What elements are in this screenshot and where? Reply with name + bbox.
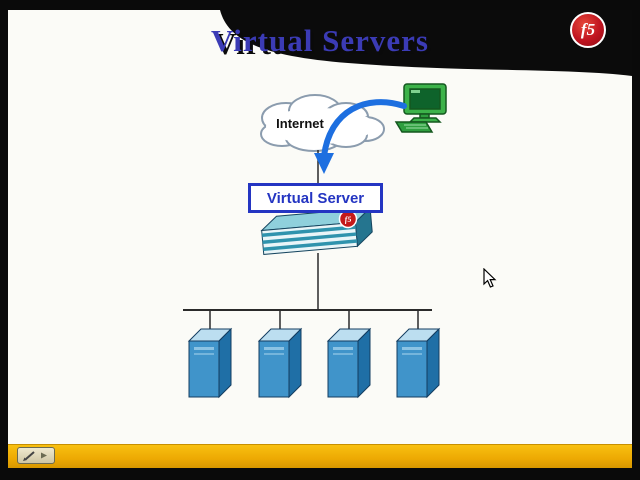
header-swoosh <box>220 10 632 76</box>
virtual-server-box: Virtual Server <box>248 183 383 213</box>
f5-logo: f5 <box>570 12 606 48</box>
internet-label: Internet <box>276 116 324 131</box>
annotation-pen-button[interactable] <box>17 447 55 464</box>
f5-appliance-icon: f5 <box>260 206 373 256</box>
workstation-icon <box>394 83 447 133</box>
client-request-arrow-icon <box>314 99 407 174</box>
slide-canvas[interactable]: f5 <box>8 10 632 468</box>
footer-accent-bar <box>8 444 632 468</box>
mouse-cursor <box>483 268 497 288</box>
server-tower-3 <box>326 327 372 399</box>
appliance-logo-text: f5 <box>344 215 351 225</box>
slide-title: Virtual Servers <box>211 23 429 58</box>
diagram-canvas: f5 <box>183 10 632 399</box>
server-tower-2 <box>257 327 303 399</box>
virtual-server-label: Virtual Server <box>266 189 365 207</box>
server-tower-1 <box>187 327 233 399</box>
server-tower-4 <box>395 327 441 399</box>
pen-icon <box>23 451 47 461</box>
f5-logo-text: f5 <box>580 20 596 39</box>
